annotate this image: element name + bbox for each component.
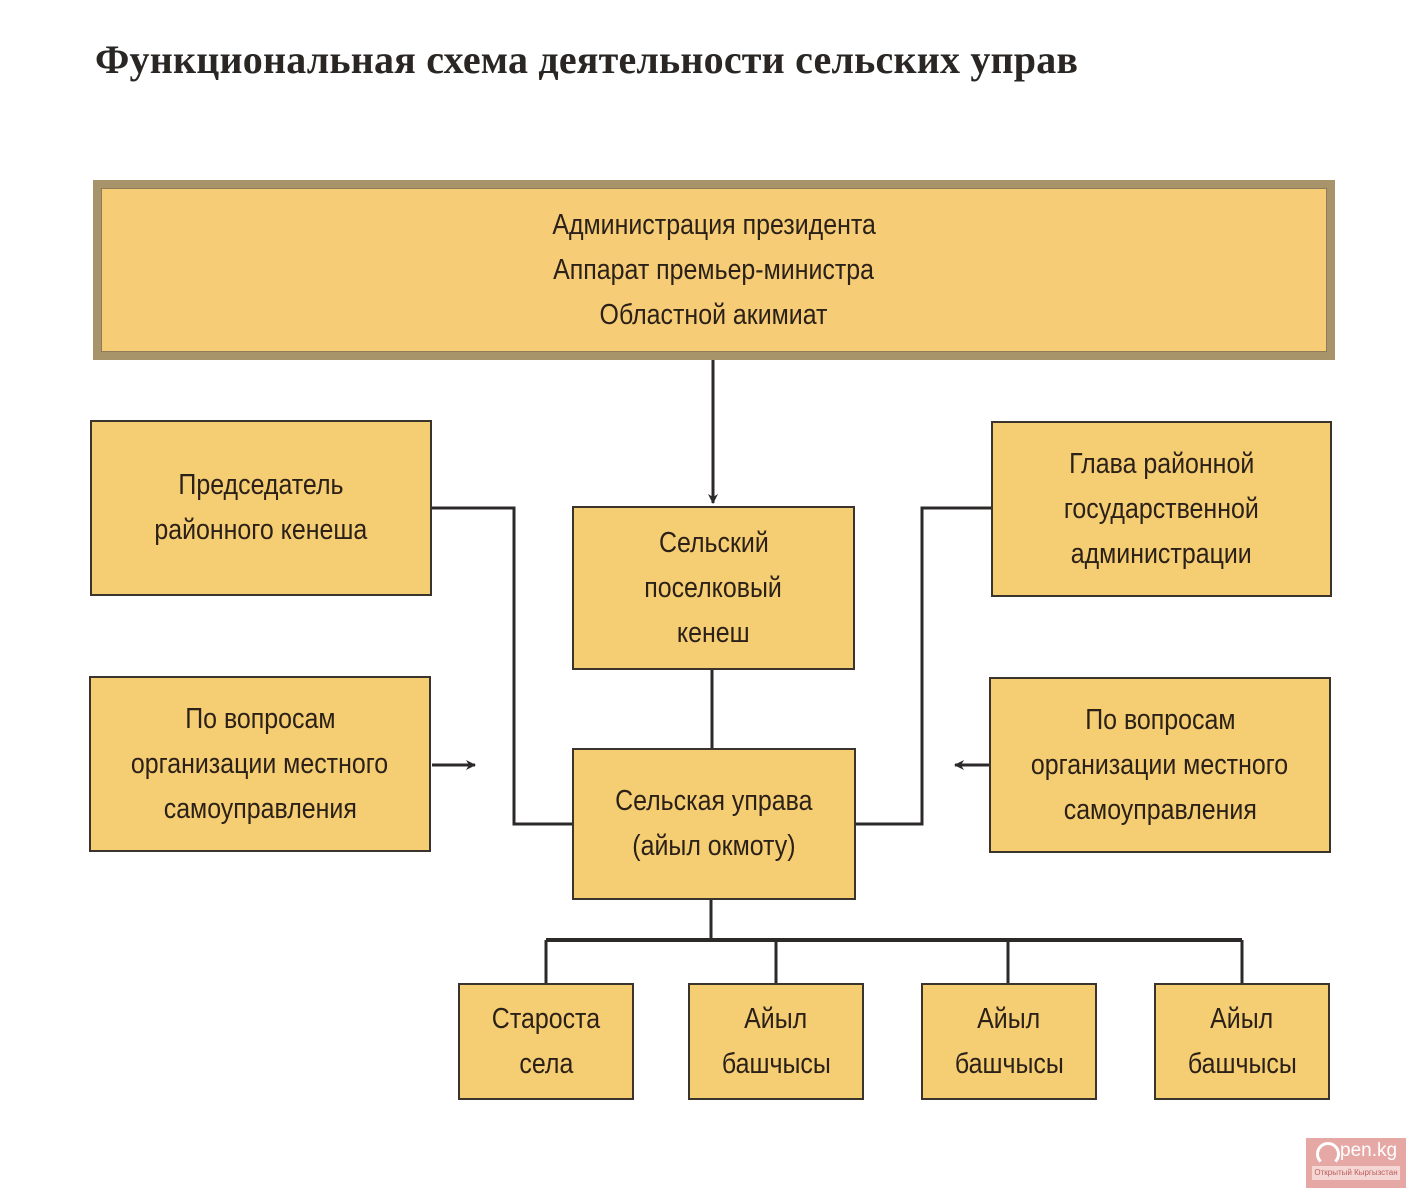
box-line: организации местного	[1031, 748, 1289, 781]
box-line: администрации	[1070, 537, 1252, 570]
box-right-self-government-questions: По вопросам организации местного самоупр…	[989, 677, 1331, 853]
box-line: самоуправления	[1063, 793, 1257, 826]
box-line: организации местного	[131, 747, 389, 780]
box-line: поселковый	[644, 571, 783, 604]
box-ayil-bashchysy: Айыл башчысы	[921, 983, 1097, 1100]
reader-icon	[1316, 1142, 1340, 1166]
box-line: башчысы	[1187, 1047, 1297, 1080]
box-line: Айыл	[744, 1002, 808, 1035]
box-line: Администрация президента	[552, 208, 876, 241]
box-village-kenesh: Сельский поселковый кенеш	[572, 506, 855, 670]
box-line: Староста	[491, 1002, 601, 1035]
watermark-brand: pen.kg	[1340, 1140, 1398, 1161]
box-line: Сельская управа	[615, 785, 813, 817]
connector-chairman-to-uprava	[432, 506, 572, 826]
box-line: По вопросам	[1084, 703, 1236, 736]
watermark-logo: pen.kg Открытый Кыргызстан	[1306, 1138, 1406, 1188]
box-district-kenesh-chairman: Председатель районного кенеша	[90, 420, 432, 596]
box-line: (айыл окмоту)	[632, 830, 796, 862]
watermark-subtitle: Открытый Кыргызстан	[1312, 1166, 1400, 1180]
box-line: Областной акимиат	[600, 298, 828, 331]
box-line: Сельский	[658, 526, 769, 559]
box-line: Председатель	[178, 469, 344, 501]
box-line: По вопросам	[184, 702, 336, 735]
box-line: башчысы	[954, 1047, 1064, 1080]
box-line: государственной	[1064, 492, 1259, 525]
box-line: районного кенеша	[154, 514, 368, 546]
connector-head-to-uprava	[856, 506, 991, 826]
box-ayil-bashchysy: Айыл башчысы	[1154, 983, 1330, 1100]
box-village-elder: Староста села	[458, 983, 634, 1100]
box-ayil-bashchysy: Айыл башчысы	[688, 983, 864, 1100]
box-line: самоуправления	[163, 792, 357, 825]
box-line: башчысы	[721, 1047, 831, 1080]
box-village-uprava: Сельская управа (айыл окмоту)	[572, 748, 856, 900]
box-line: Айыл	[977, 1002, 1041, 1035]
box-line: Айыл	[1210, 1002, 1274, 1035]
diagram-title: Функциональная схема деятельности сельск…	[95, 37, 1079, 82]
box-left-self-government-questions: По вопросам организации местного самоупр…	[89, 676, 431, 852]
box-district-administration-head: Глава районной государственной администр…	[991, 421, 1332, 597]
box-line: Аппарат премьер-министра	[553, 253, 875, 286]
box-line: села	[519, 1047, 573, 1080]
box-line: кенеш	[677, 616, 750, 649]
box-line: Глава районной	[1068, 447, 1255, 480]
box-top-administration: Администрация президента Аппарат премьер…	[93, 180, 1335, 360]
